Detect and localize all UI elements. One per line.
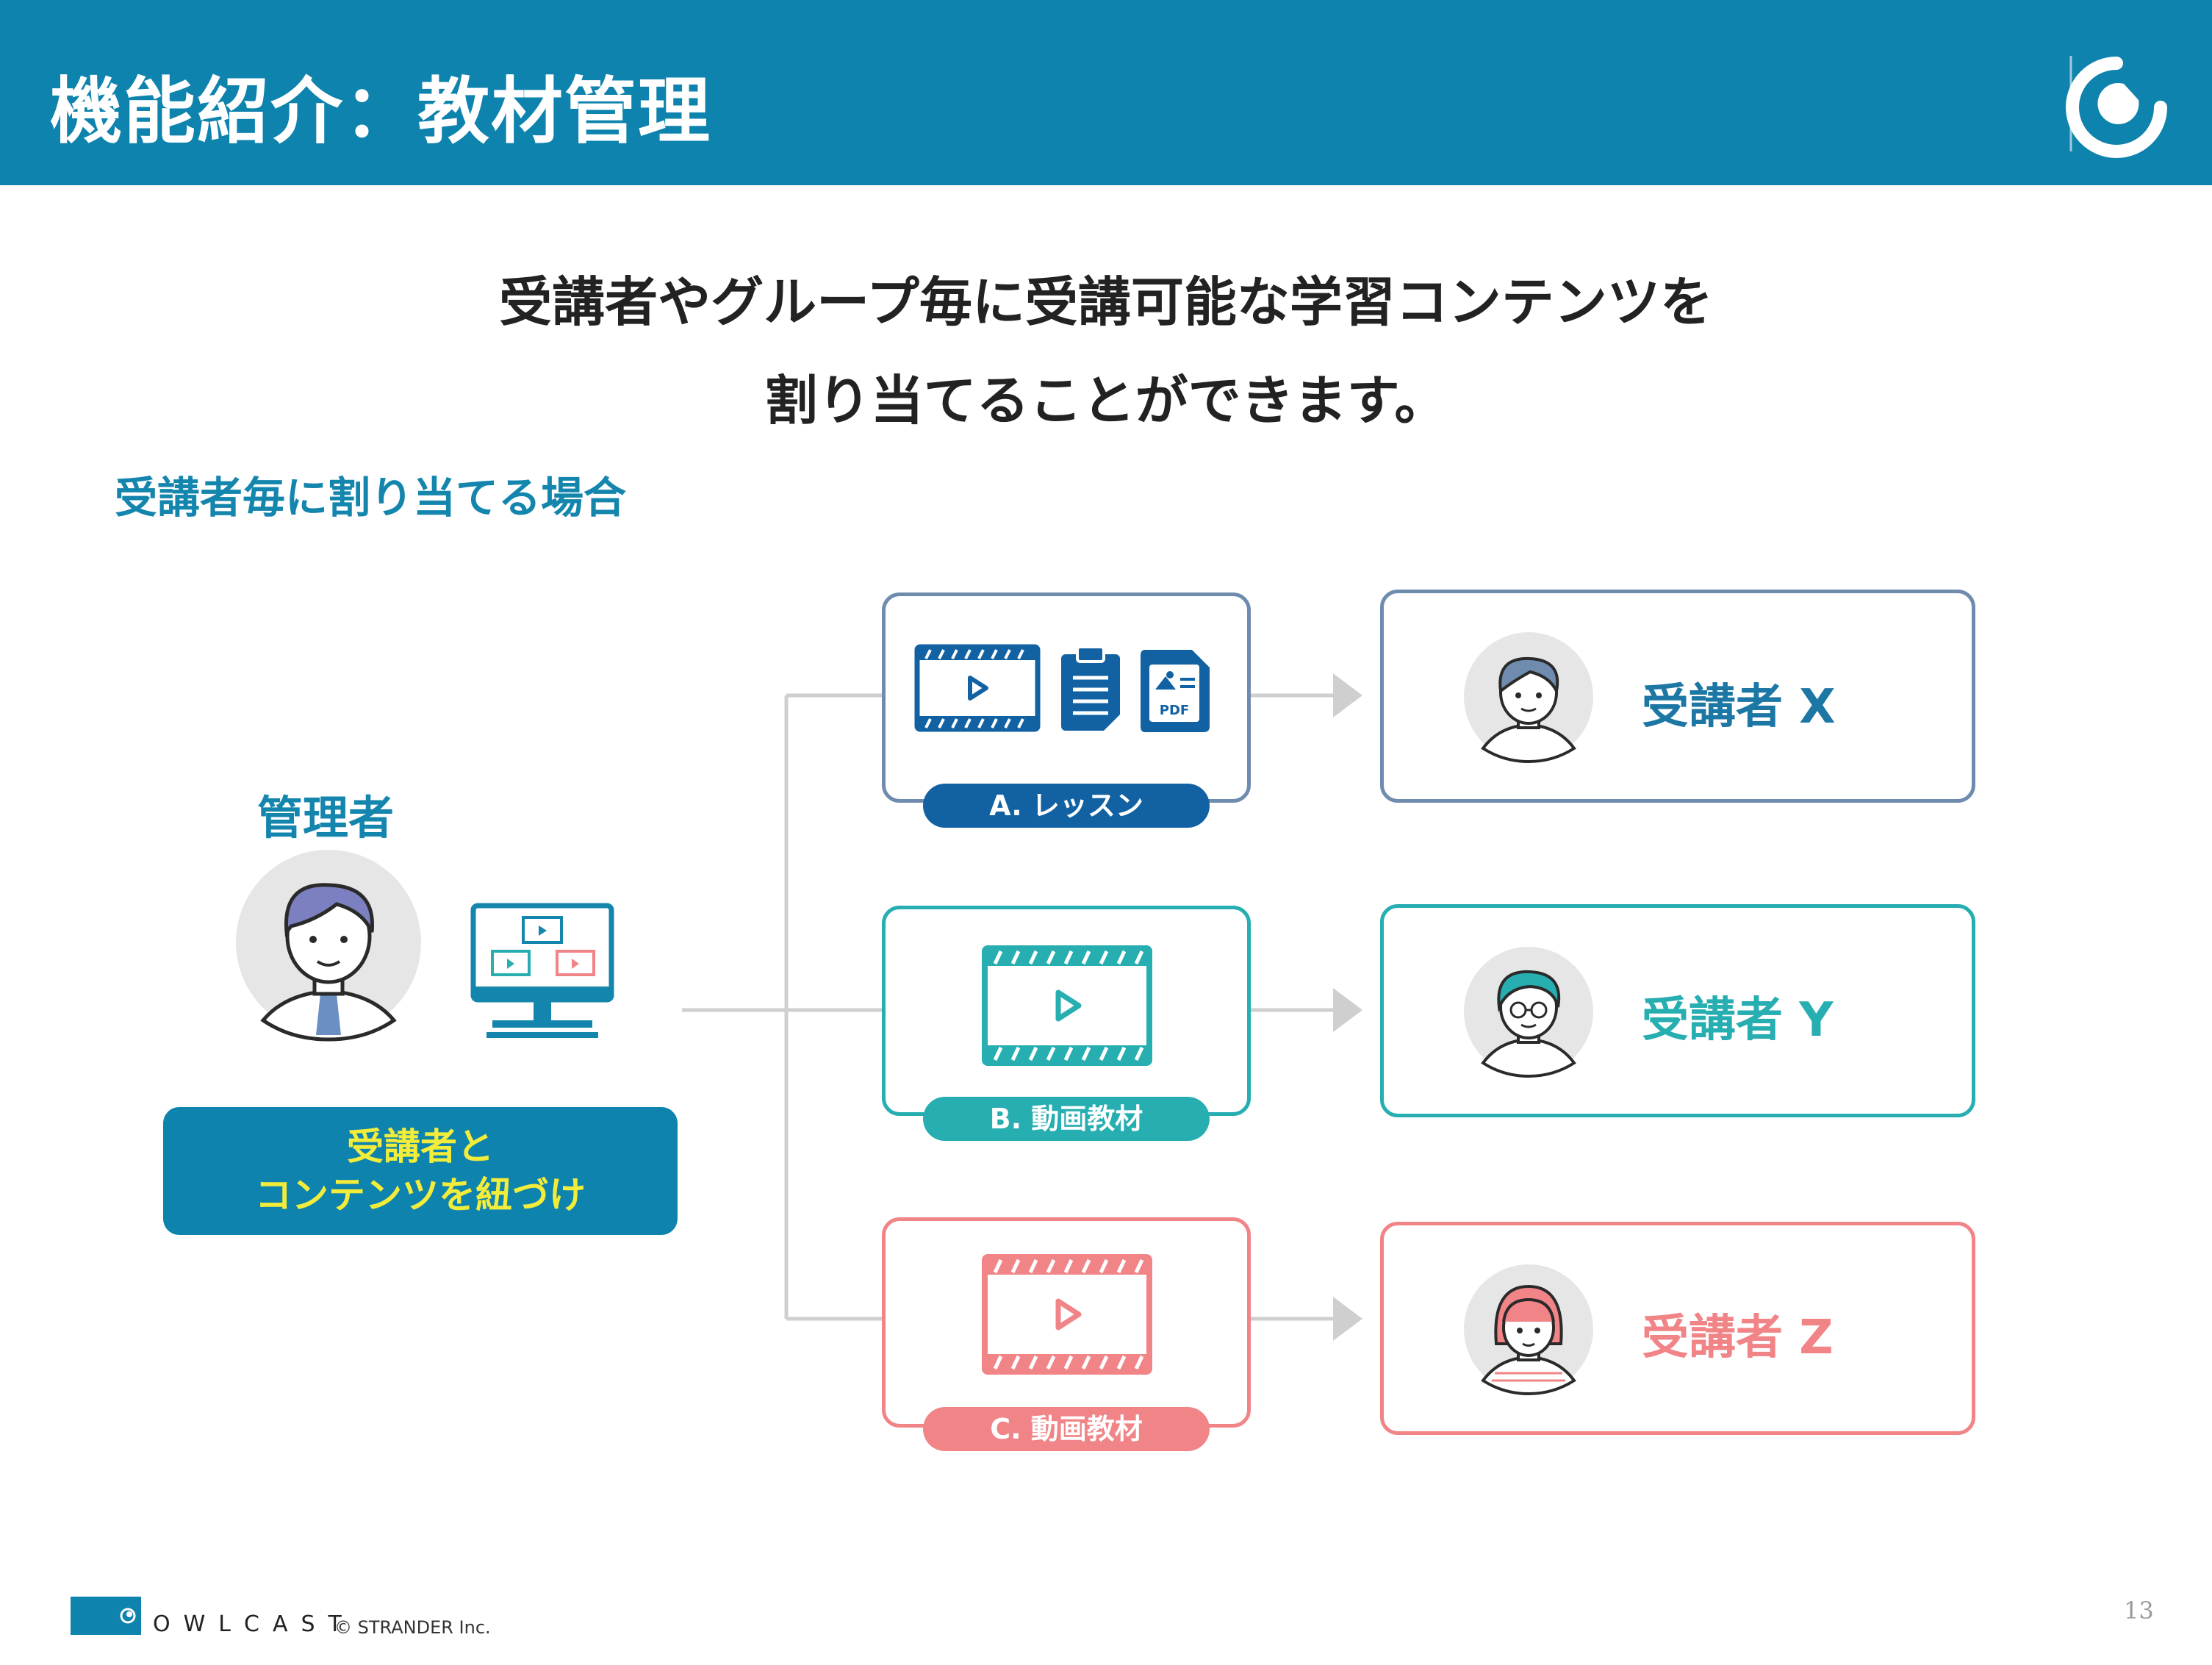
svg-text:PDF: PDF [1160,703,1189,718]
learner-name-z: 受講者 Z [1642,1311,1834,1365]
content-label-a: A. レッスン [923,784,1210,828]
content-label-c: C. 動画教材 [923,1407,1210,1451]
video-icon [982,1254,1152,1375]
section-heading: 受講者毎に割り当てる場合 [115,473,627,523]
content-label-b: B. 動画教材 [923,1097,1210,1141]
header-bar [0,0,2212,185]
learner-x-avatar-icon [1464,632,1593,763]
footer-logo-icon [71,1597,141,1635]
link-button-line-2: コンテンツを紐づけ [255,1174,586,1217]
footer-brand: OWLCAST [153,1611,355,1637]
intro-line-1: 受講者やグループ毎に受講可能な学習コンテンツを [499,271,1713,333]
learner-z-avatar-icon [1464,1264,1593,1395]
learner-name-x: 受講者 X [1642,680,1836,734]
learner-y-avatar-icon [1464,947,1593,1078]
intro-line-2: 割り当てることができます。 [764,370,1448,432]
monitor-icon [470,903,614,1038]
link-learners-contents-button[interactable]: 受講者と コンテンツを紐づけ [163,1107,678,1235]
owlcast-logo-icon [2066,56,2167,158]
video-icon [914,644,1041,732]
footer-copyright: © STRANDER Inc. [334,1617,491,1638]
learner-name-y: 受講者 Y [1642,993,1834,1048]
link-button-line-1: 受講者と [347,1125,494,1168]
video-icon [982,945,1152,1066]
pdf-icon: PDF [1141,650,1210,732]
page-title: 機能紹介：教材管理 [50,70,712,154]
page-number: 13 [2124,1597,2154,1625]
admin-label: 管理者 [257,791,395,845]
admin-avatar-icon [236,850,421,1042]
document-icon [1061,645,1120,731]
